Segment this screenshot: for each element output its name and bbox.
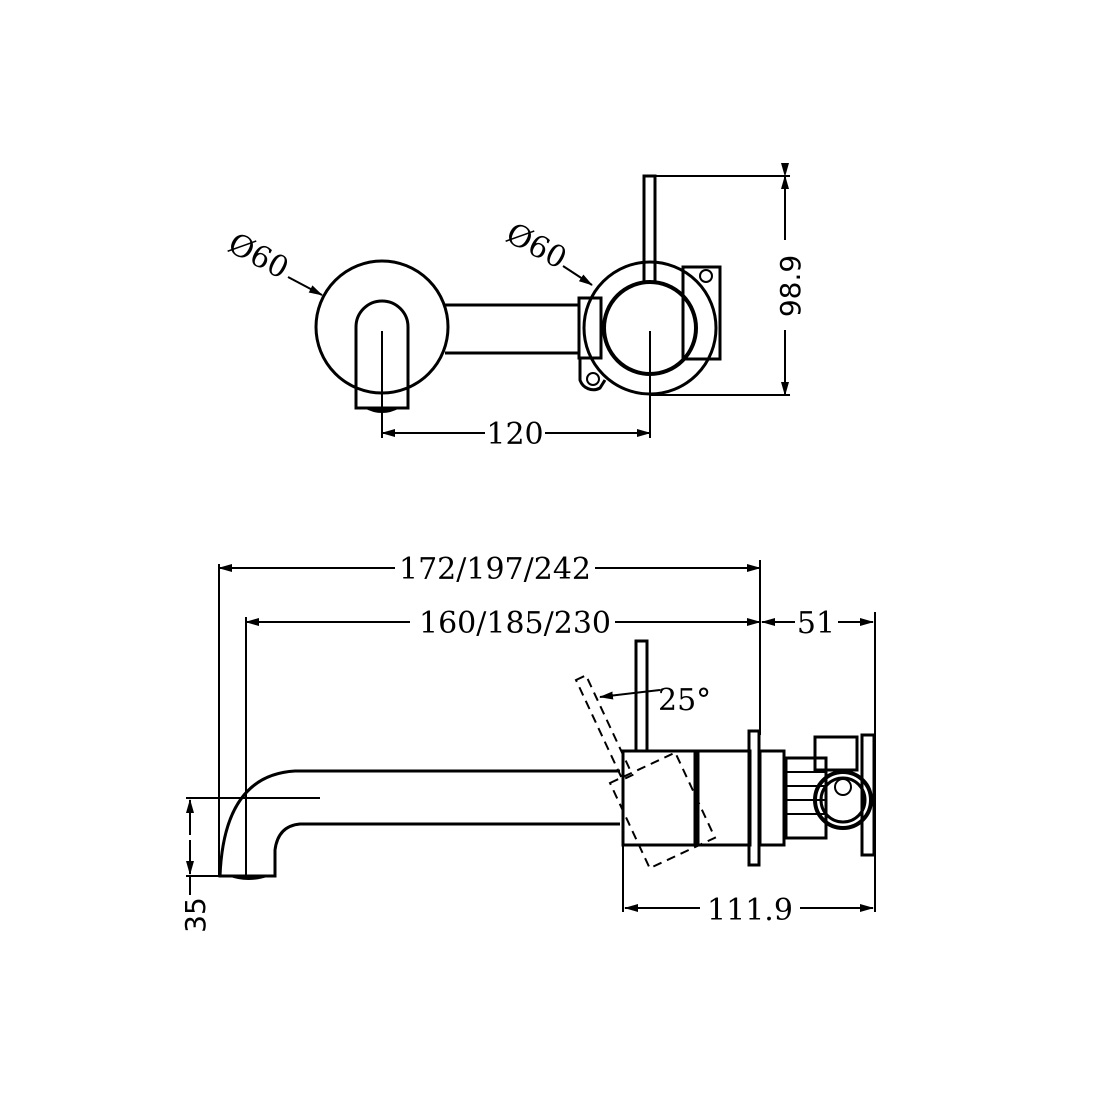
dim-overall-length: 172/197/242 [399,552,591,587]
spout-side [218,769,620,878]
mixer-bracket [577,296,603,360]
spout-outline [354,299,410,410]
dim-handle-height: 98.9 [774,255,807,317]
side-view: 172/197/242 160/185/230 51 35 25° [179,552,876,933]
dim-body-depth: 111.9 [707,893,793,928]
flange-shoulder [758,749,786,847]
top-view: 98.9 120 Ø60 Ø60 [222,163,807,452]
mixer-handle-side [634,639,649,753]
dim-spout-reach: 160/185/230 [419,606,611,641]
mixer-handle [642,174,657,284]
mixer-body-side [621,749,697,847]
wall-flange [747,729,761,867]
dim-lever-angle: 25° [658,683,711,718]
mount-lug-left [578,358,607,392]
mixer-handle-rotated [574,674,634,782]
mixer-bracket-right [681,265,722,361]
dim-centre-distance: 120 [486,417,543,452]
dim-mixer-plate-diameter: Ø60 [500,216,572,276]
mount-hole-left [586,372,600,386]
mixer-body-rotated [608,751,717,870]
mount-hole-right [699,269,713,283]
dim-spout-height: 35 [179,897,212,933]
dim-wall-depth: 51 [797,606,835,641]
dim-spout-plate-diameter: Ø60 [222,226,294,286]
valve-body [784,733,876,857]
spout-outlet-side [228,876,270,880]
mixer-collar [696,749,752,847]
